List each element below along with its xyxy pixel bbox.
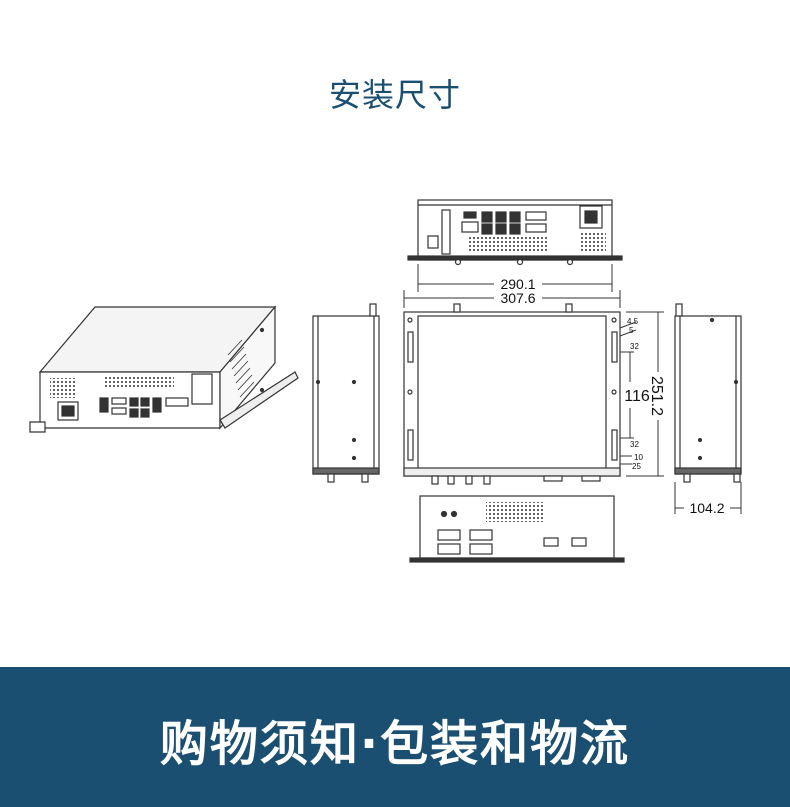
- top-view: [403, 303, 621, 485]
- dim-116: 116: [624, 388, 650, 405]
- dim-32-top: 32: [630, 342, 639, 351]
- dimension-lines: [403, 264, 742, 514]
- isometric-view: [29, 305, 299, 433]
- installation-dimension-drawing: 290.1 307.6 251.2 116 4.5 5 32 32 10 25 …: [29, 199, 742, 563]
- dim-10: 10: [634, 453, 643, 462]
- front-panel-view: [409, 495, 625, 563]
- rear-panel-view: [407, 199, 623, 266]
- dim-290-1: 290.1: [500, 276, 535, 292]
- banner-text: 购物须知·包装和物流: [159, 716, 631, 772]
- right-side-view: [674, 303, 742, 483]
- dim-307-6: 307.6: [500, 290, 535, 306]
- bottom-banner: 购物须知·包装和物流: [0, 667, 790, 807]
- dim-5: 5: [629, 326, 634, 335]
- dim-4-5: 4.5: [627, 317, 639, 326]
- dim-251-2: 251.2: [648, 376, 665, 416]
- dim-25: 25: [632, 462, 641, 471]
- section-title: 安装尺寸: [328, 76, 461, 114]
- dim-32-bottom: 32: [630, 440, 639, 449]
- dim-104-2: 104.2: [689, 500, 724, 516]
- left-side-view: [312, 303, 380, 483]
